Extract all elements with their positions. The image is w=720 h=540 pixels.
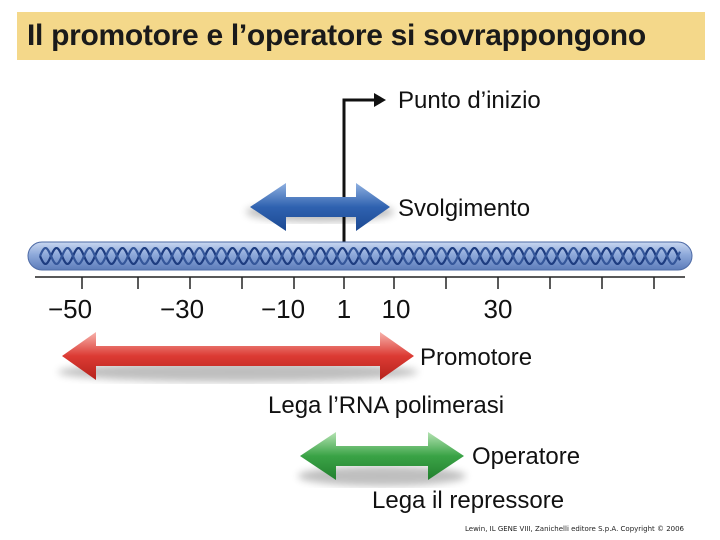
start-point-label: Punto d’inizio xyxy=(398,87,541,114)
dna-double-helix xyxy=(28,242,692,270)
operator-description: Lega il repressore xyxy=(372,487,564,514)
copyright-credit: Lewin, IL GENE VIII, Zanichelli editore … xyxy=(465,525,684,533)
tick-label-minus-10: −10 xyxy=(261,294,305,324)
operator-arrow xyxy=(298,432,466,486)
promoter-description: Lega l’RNA polimerasi xyxy=(268,392,504,419)
unwinding-arrow xyxy=(246,183,394,231)
tick-label-1: 1 xyxy=(337,294,351,324)
tick-label-30: 30 xyxy=(484,294,513,324)
unwinding-label: Svolgimento xyxy=(398,195,530,222)
operator-label: Operatore xyxy=(472,443,580,470)
promoter-arrow xyxy=(58,332,418,382)
promoter-label: Promotore xyxy=(420,344,532,371)
tick-label-minus-30: −30 xyxy=(160,294,204,324)
position-scale xyxy=(35,277,685,289)
tick-label-minus-50: −50 xyxy=(48,294,92,324)
tick-label-10: 10 xyxy=(382,294,411,324)
